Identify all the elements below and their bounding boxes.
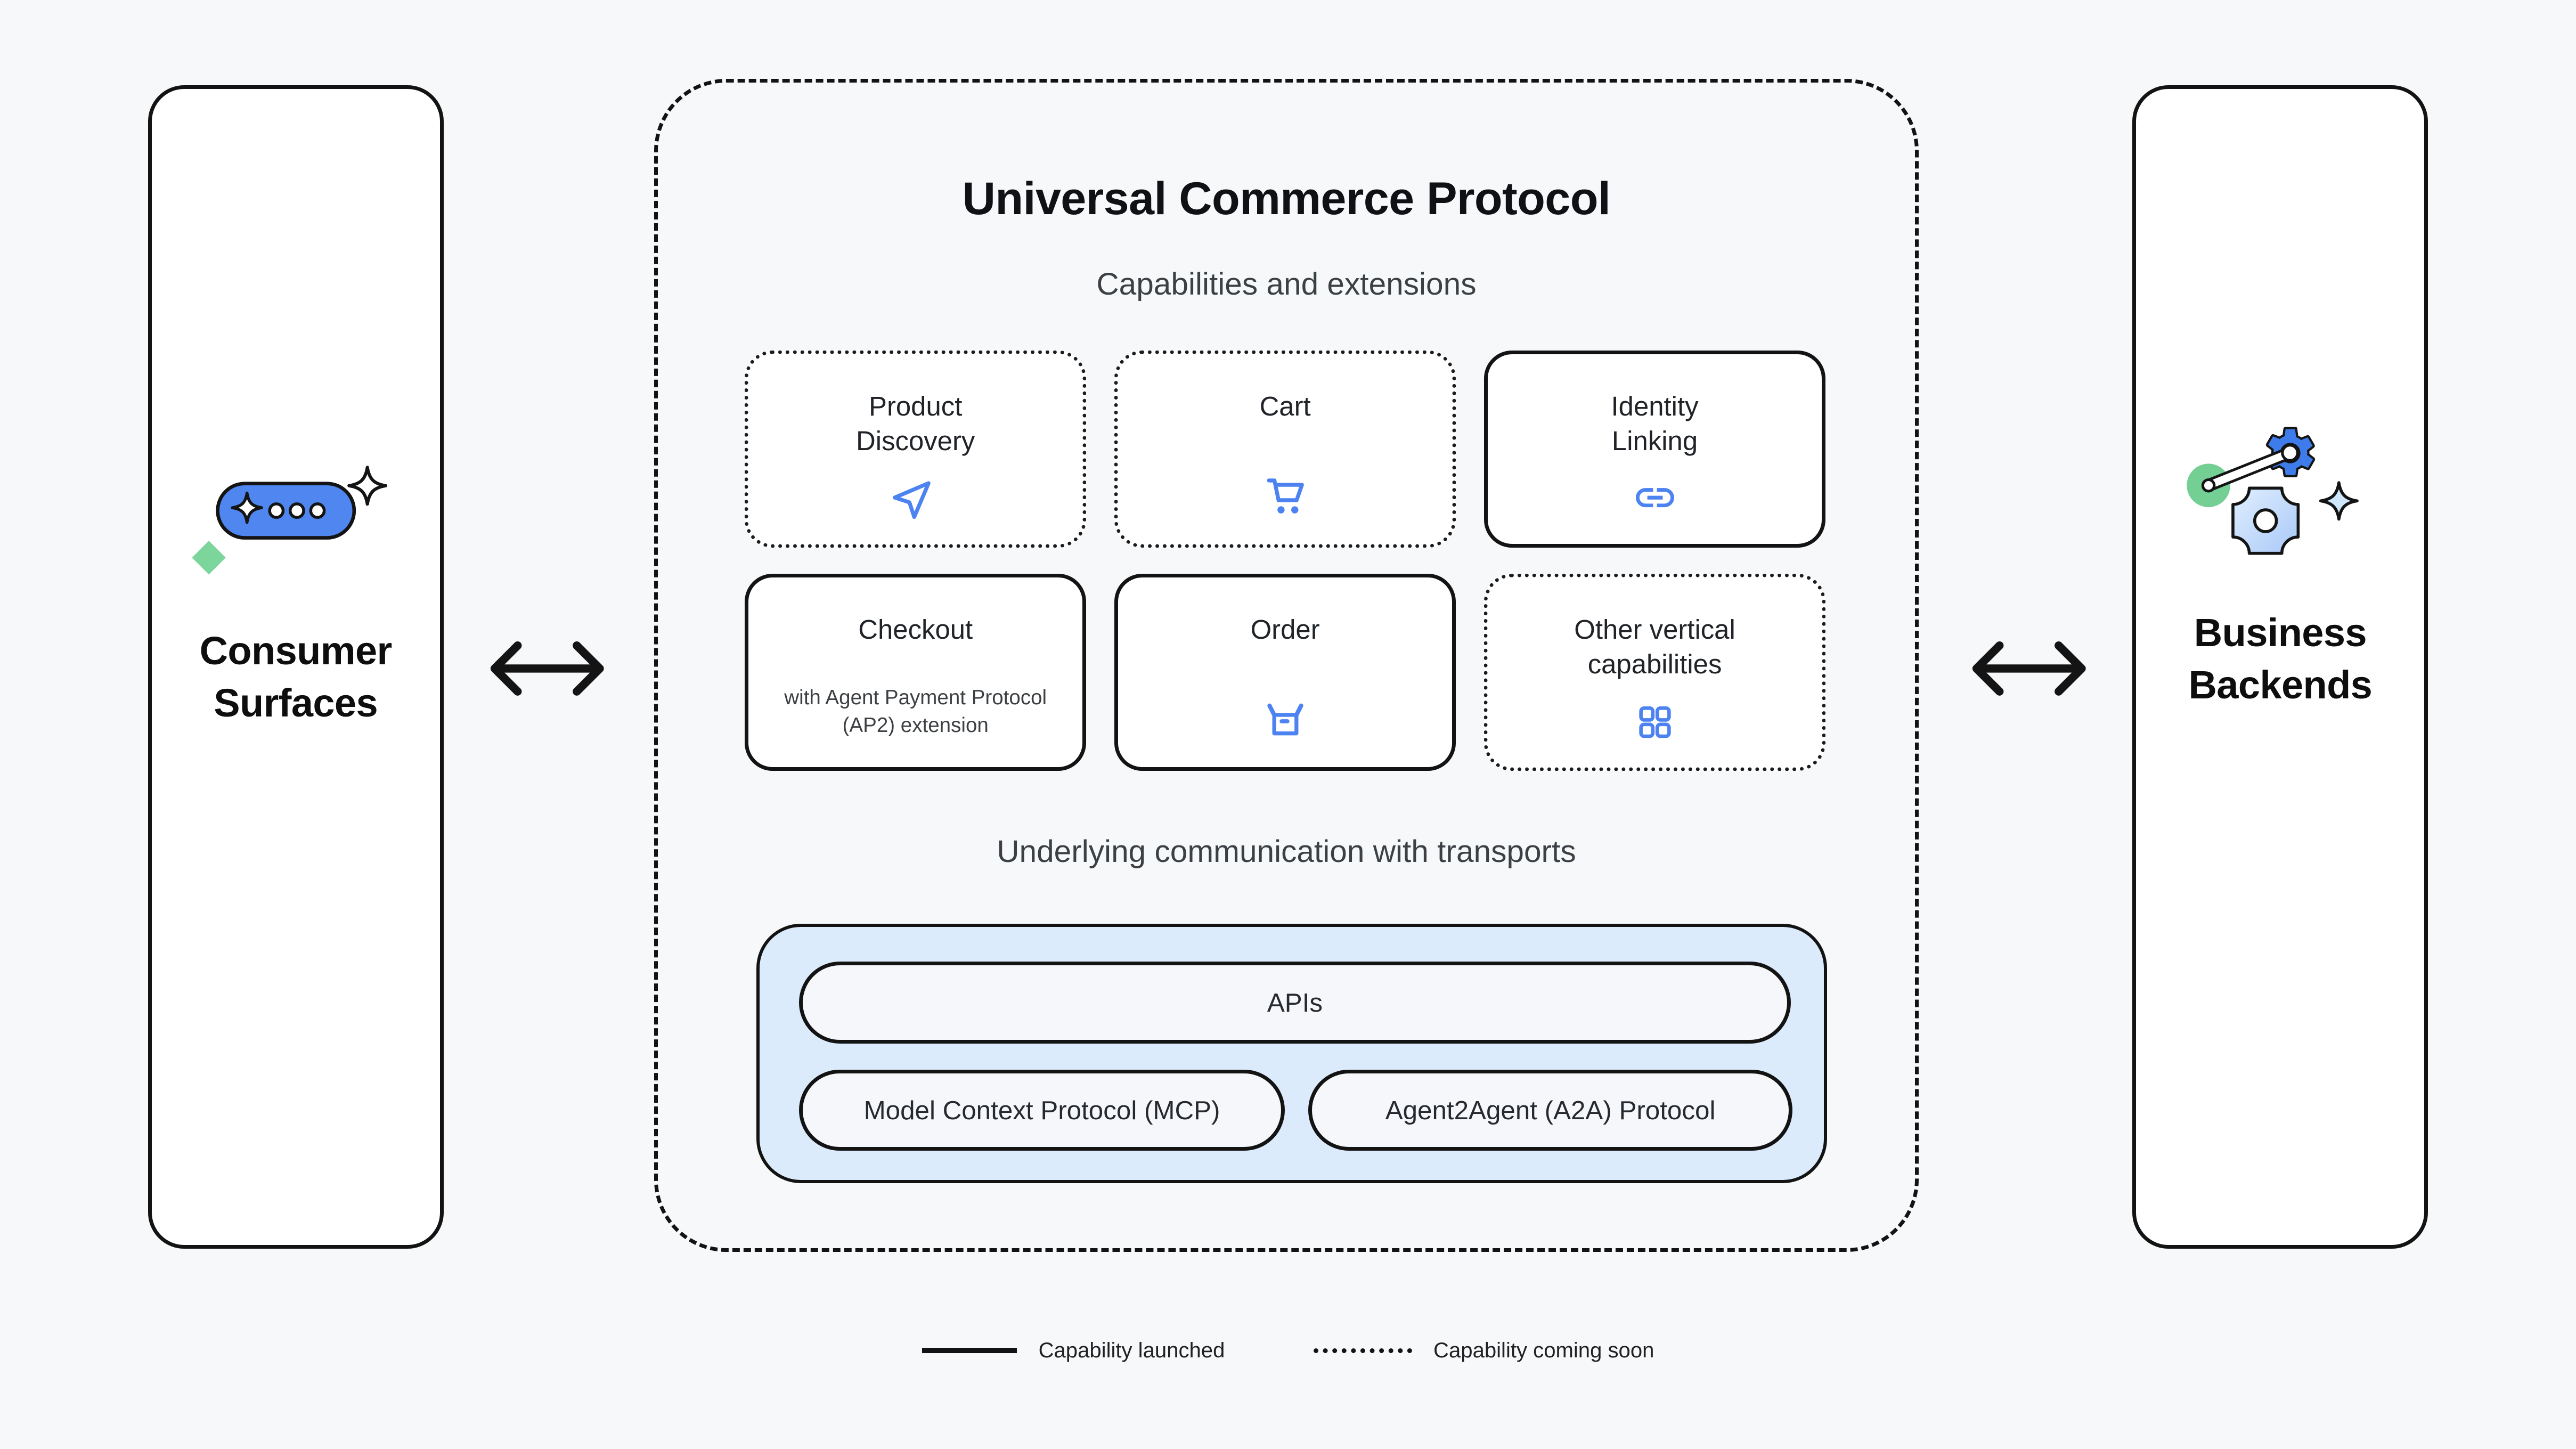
- legend: Capability launched Capability coming so…: [0, 1328, 2576, 1373]
- capability-checkout: Checkout with Agent Payment Protocol (AP…: [744, 574, 1087, 771]
- sparkle-light-blue: [2319, 481, 2359, 521]
- open-box-icon: [1267, 703, 1303, 735]
- grid-icon: [1638, 706, 1671, 738]
- legend-launched-label: Capability launched: [1038, 1338, 1225, 1362]
- capability-subtitle: with Agent Payment Protocol (AP2) extens…: [784, 686, 1047, 737]
- capability-title: Identity Linking: [1611, 390, 1699, 456]
- dotted-line-swatch: [1313, 1348, 1412, 1353]
- universal-commerce-protocol-container: Universal Commerce Protocol Capabilities…: [654, 79, 1919, 1252]
- rod-pivot-high: [2280, 444, 2299, 462]
- ucp-title: Universal Commerce Protocol: [962, 173, 1611, 224]
- capability-cart: Cart: [1114, 350, 1456, 548]
- capability-subtitle-wrap: with Agent Payment Protocol (AP2) extens…: [748, 684, 1083, 739]
- consumer-surfaces-label: Consumer Surfaces: [199, 628, 393, 726]
- a2a-pill: Agent2Agent (A2A) Protocol: [1308, 1070, 1793, 1151]
- capabilities-grid: Product Discovery Cart Identity Linking: [744, 350, 1826, 771]
- gears-automation-icon: [2186, 427, 2359, 555]
- mcp-pill: Model Context Protocol (MCP): [798, 1070, 1285, 1151]
- capability-title: Order: [1250, 614, 1320, 645]
- rod-pivot-low: [2201, 478, 2215, 493]
- capability-title: Checkout: [858, 614, 973, 645]
- capabilities-heading: Capabilities and extensions: [1096, 267, 1477, 302]
- capability-product-discovery: Product Discovery: [744, 350, 1087, 548]
- capability-title: Cart: [1259, 390, 1311, 421]
- sparkle-top-right: [347, 465, 388, 506]
- green-diamond-shape: [192, 540, 226, 575]
- solid-line-swatch: [922, 1348, 1017, 1354]
- navigation-arrow-icon: [892, 481, 931, 519]
- link-icon: [1635, 488, 1674, 508]
- transports-container: APIs Model Context Protocol (MCP) Agent2…: [756, 924, 1828, 1184]
- business-backends-label: Business Backends: [2188, 610, 2373, 707]
- consumer-surfaces-panel: Consumer Surfaces: [148, 85, 444, 1249]
- chat-pill: [216, 481, 356, 540]
- left-double-headed-arrow-icon: [490, 641, 604, 696]
- right-double-headed-arrow-icon: [1972, 641, 2086, 696]
- legend-coming-soon-label: Capability coming soon: [1433, 1338, 1654, 1362]
- capability-order: Order: [1114, 574, 1456, 771]
- apis-pill: APIs: [798, 961, 1791, 1044]
- capability-title: Other vertical capabilities: [1574, 614, 1735, 680]
- capability-title: Product Discovery: [856, 390, 975, 456]
- sparkle-in-pill: [231, 491, 264, 524]
- transports-heading: Underlying communication with transports: [997, 834, 1576, 869]
- chat-pill-sparkle-icon: [192, 465, 388, 575]
- legend-item-launched: Capability launched: [922, 1339, 1225, 1363]
- legend-item-coming-soon: Capability coming soon: [1313, 1338, 1654, 1363]
- capability-identity-linking: Identity Linking: [1483, 350, 1826, 548]
- capability-other-vertical: Other vertical capabilities: [1483, 574, 1826, 771]
- shopping-cart-icon: [1267, 478, 1304, 514]
- business-backends-panel: Business Backends: [2132, 85, 2428, 1249]
